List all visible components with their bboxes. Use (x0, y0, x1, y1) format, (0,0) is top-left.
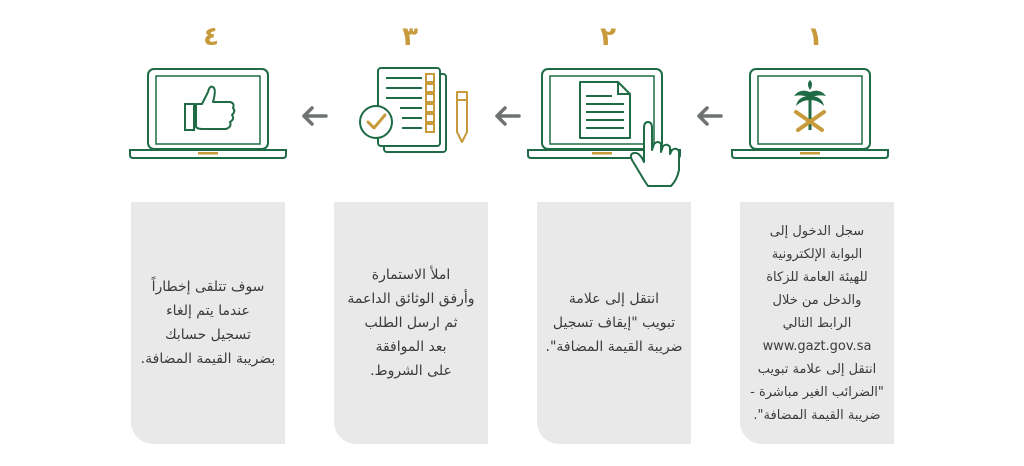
arrow-left-icon (695, 104, 723, 128)
step-card-4: سوف تتلقى إخطاراً عندما يتم إلغاء تسجيل … (131, 202, 285, 444)
arrow-left-icon (493, 104, 521, 128)
card-line: على الشروط. (370, 363, 452, 379)
card-line: املأ الاستمارة (371, 267, 451, 283)
step-number-4: ٤ (203, 22, 219, 52)
step-number-3: ٣ (402, 22, 418, 52)
card-line: ثم ارسل الطلب (364, 315, 458, 331)
card-line: سوف تتلقى إخطاراً (151, 279, 265, 295)
card-line: ضريبة القيمة المضافة". (753, 407, 881, 423)
card-line: "الضرائب الغير مباشرة - (750, 384, 884, 400)
card-line: والدخل من خلال (772, 292, 862, 308)
card-line: للهيئة العامة للزكاة (766, 269, 868, 285)
arrow-left-icon (300, 104, 328, 128)
step-number-1: ١ (807, 22, 823, 52)
step-card-3: املأ الاستمارة وأرفق الوثائق الداعمة ثم … (334, 202, 488, 444)
card-line: سجل الدخول إلى (769, 223, 865, 239)
document-tap-icon (526, 66, 696, 192)
thumbs-up-icon (128, 66, 288, 162)
card-line: انتقل إلى علامة تبويب (757, 361, 877, 377)
card-line: تبويب "إيقاف تسجيل (552, 315, 676, 331)
card-line: وأرفق الوثائق الداعمة (347, 291, 475, 307)
card-line: عندما يتم إلغاء (166, 303, 250, 319)
card-line: الرابط التالي (782, 315, 852, 331)
card-line: تسجيل حسابك (165, 327, 251, 343)
card-line: بضريبة القيمة المضافة. (140, 351, 276, 367)
checklist-form-icon (358, 64, 478, 164)
card-line: ضريبة القيمة المضافة". (545, 339, 683, 355)
step-card-2: انتقل إلى علامة تبويب "إيقاف تسجيل ضريبة… (537, 202, 691, 444)
step-number-2: ٢ (600, 22, 616, 52)
gazt-emblem-icon (730, 66, 890, 162)
card-line: البوابة الإلكترونية (771, 246, 863, 262)
card-line: بعد الموافقة (375, 339, 447, 355)
step-card-1: سجل الدخول إلى البوابة الإلكترونية للهيئ… (740, 202, 894, 444)
portal-link[interactable]: www.gazt.gov.sa (762, 338, 872, 354)
card-line: انتقل إلى علامة (568, 291, 660, 307)
